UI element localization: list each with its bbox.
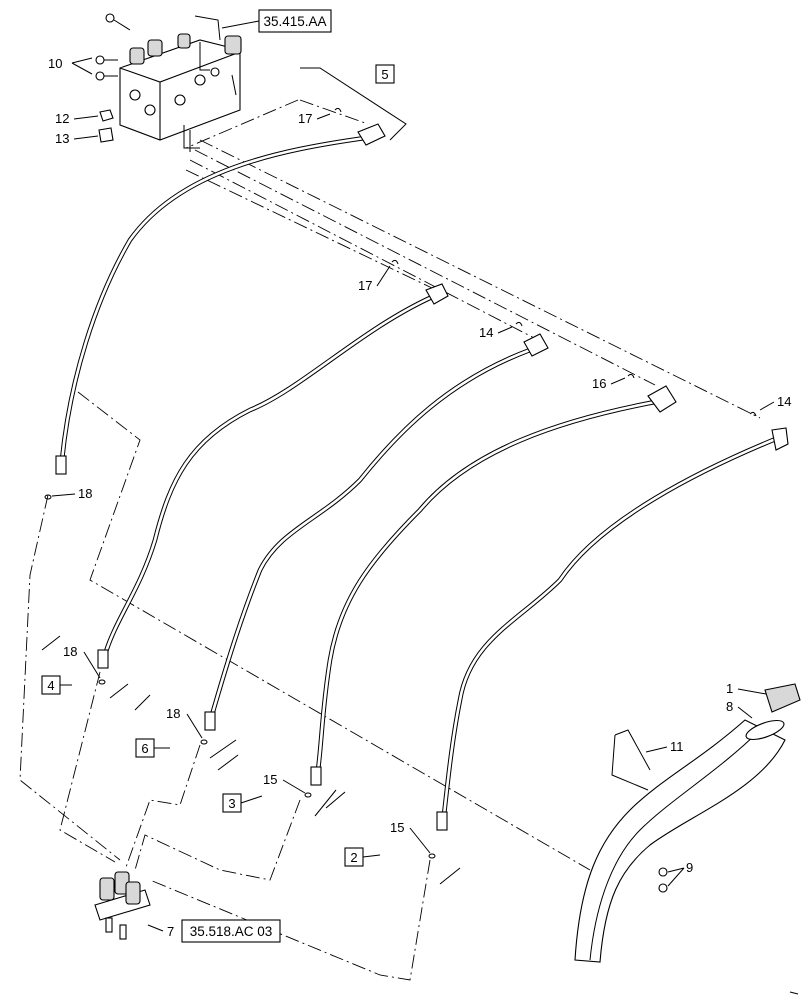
callout-10: 10 — [48, 56, 62, 71]
callout-9: 9 — [686, 860, 693, 875]
o-rings — [44, 107, 757, 859]
callout-6: 6 — [141, 741, 148, 756]
ref-label-coupler: 35.518.AC 03 — [190, 924, 273, 939]
ref-label-valve: 35.415.AA — [263, 14, 326, 29]
valve-fittings — [95, 55, 118, 143]
callout-11: 11 — [670, 739, 684, 754]
control-valve-assembly — [105, 13, 242, 152]
callout-7: 7 — [167, 924, 174, 939]
callout-5: 5 — [381, 67, 388, 82]
boxed-item-numbers: 5 4 6 3 2 — [41, 64, 395, 867]
callout-18-lower: 18 — [166, 706, 180, 721]
callout-15-left: 15 — [263, 772, 277, 787]
callout-17-top: 17 — [298, 111, 312, 126]
ref-box-coupler[interactable]: 35.518.AC 03 — [181, 919, 281, 943]
callout-14-mid: 14 — [479, 325, 493, 340]
callout-12: 12 — [55, 111, 69, 126]
callout-8: 8 — [726, 699, 733, 714]
quick-coupler-assembly — [94, 871, 164, 940]
hose-guard-tube — [574, 683, 801, 963]
hose-2 — [436, 427, 789, 831]
callout-14-right: 14 — [777, 394, 791, 409]
callout-18-upper: 18 — [78, 486, 92, 501]
hose-5 — [55, 123, 386, 475]
hose-3 — [310, 385, 677, 786]
callout-numbers: 10 12 13 17 17 14 16 14 18 18 18 15 15 1… — [48, 56, 791, 939]
callout-17-mid: 17 — [358, 278, 372, 293]
group-brackets — [41, 67, 461, 885]
callout-15-right: 15 — [390, 820, 404, 835]
callout-2: 2 — [350, 850, 357, 865]
callout-18-mid: 18 — [63, 644, 77, 659]
hose-4 — [97, 283, 449, 669]
routing-lines — [19, 99, 761, 981]
hose-6 — [204, 333, 549, 731]
corner-mark — [789, 991, 799, 995]
callout-4: 4 — [47, 678, 54, 693]
callout-16: 16 — [592, 376, 606, 391]
callout-3: 3 — [228, 796, 235, 811]
callout-13: 13 — [55, 131, 69, 146]
callout-1: 1 — [726, 681, 733, 696]
ref-box-valve[interactable]: 35.415.AA — [221, 9, 332, 33]
